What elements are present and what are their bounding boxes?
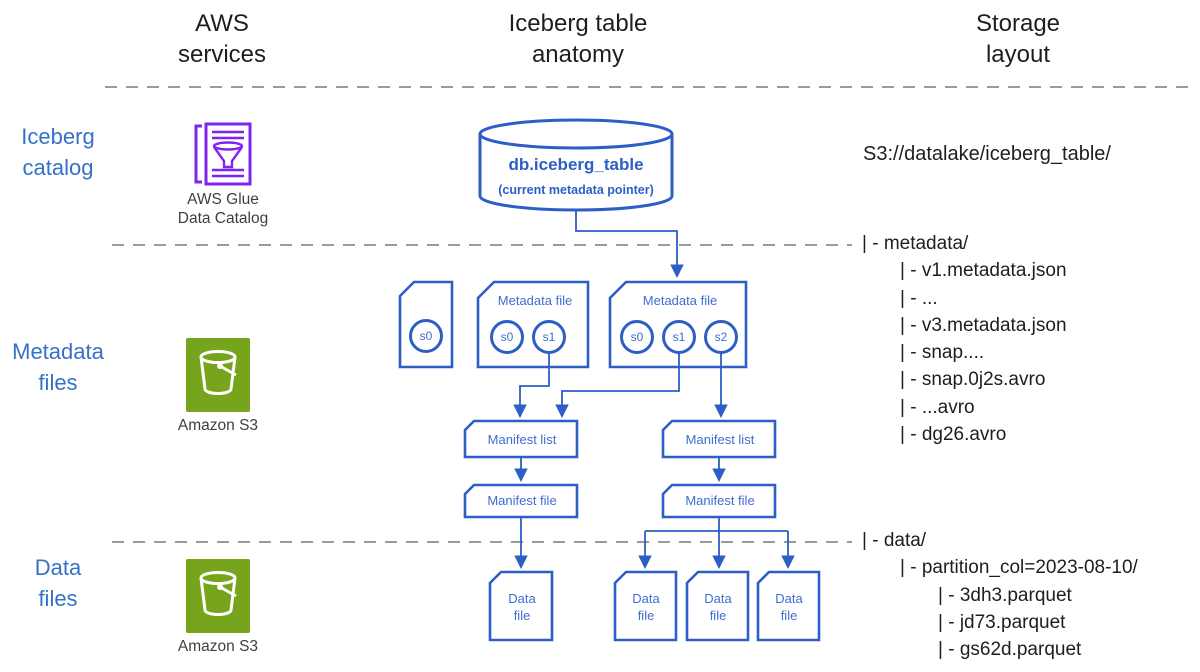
data-file-label: file — [710, 608, 727, 623]
header-line: AWS — [195, 10, 249, 37]
snapshot-circle — [662, 320, 696, 354]
header-line: Storage — [975, 10, 1061, 37]
glue-caption: AWS Glue Data Catalog — [163, 190, 283, 228]
manifest-file-box-1: Manifest file — [463, 483, 579, 519]
snapshot-label: s0 — [631, 330, 644, 344]
row-label-line: files — [38, 370, 78, 395]
storage-line: | - partition_col=2023-08-10/ — [900, 557, 1138, 579]
data-file-box-3: Data file — [685, 570, 750, 642]
row-label-metadata-files: Metadata files — [3, 336, 113, 398]
row-label-line: files — [38, 586, 78, 611]
manifest-list-box-2: Manifest list — [661, 419, 777, 459]
storage-line: | - data/ — [862, 530, 927, 551]
s3-caption-line: Amazon S3 — [177, 638, 259, 655]
s3-icon-data — [186, 559, 250, 633]
row-divider-data — [112, 541, 852, 543]
data-file-box-4: Data file — [756, 570, 821, 642]
connector-s1-to-manifest-list-1b — [555, 353, 680, 419]
header-line: services — [177, 41, 267, 68]
data-file-box-2: Data file — [613, 570, 678, 642]
table-name: db.iceberg_table — [508, 155, 643, 174]
row-label-line: Metadata — [12, 339, 104, 364]
storage-root-path: S3://datalake/iceberg_table/ — [863, 143, 1111, 165]
storage-line: | - ... — [900, 287, 938, 309]
snapshot-label: s0 — [501, 330, 514, 344]
connector-pointer-to-metadata — [575, 210, 684, 279]
row-label-line: Data — [34, 555, 82, 580]
s3-caption-data: Amazon S3 — [158, 637, 278, 656]
glue-caption-line: AWS Glue — [187, 191, 259, 208]
s3-caption-metadata: Amazon S3 — [158, 416, 278, 435]
row-label-iceberg-catalog: Iceberg catalog — [3, 121, 113, 183]
metadata-file-label: Metadata file — [643, 293, 717, 308]
s3-icon-metadata — [186, 338, 250, 412]
manifest-list-label: Manifest list — [488, 432, 557, 447]
storage-line: | - jd73.parquet — [938, 611, 1066, 633]
snapshot-label: s0 — [420, 329, 433, 343]
row-label-data-files: Data files — [3, 552, 113, 614]
data-file-label: Data — [508, 591, 536, 606]
snapshot-label: s2 — [715, 330, 728, 344]
metadata-file-box-1: s0 — [398, 280, 454, 369]
row-label-line: Iceberg — [21, 124, 95, 149]
metadata-file-box-3: Metadata file s0 s1 s2 — [608, 280, 748, 369]
data-file-label: file — [638, 608, 655, 623]
glue-data-catalog-icon — [194, 122, 252, 186]
data-file-label: Data — [632, 591, 660, 606]
manifest-list-box-1: Manifest list — [463, 419, 579, 459]
row-divider-metadata — [112, 244, 852, 246]
storage-line: | - dg26.avro — [900, 424, 1007, 446]
snapshot-label: s1 — [673, 330, 686, 344]
glue-caption-line: Data Catalog — [177, 210, 269, 227]
connector-s1-to-manifest-list-1 — [513, 353, 550, 419]
storage-line: | - gs62d.parquet — [938, 639, 1082, 661]
manifest-file-label: Manifest file — [487, 493, 556, 508]
catalog-cylinder: db.iceberg_table (current metadata point… — [478, 118, 674, 212]
data-file-label: file — [781, 608, 798, 623]
storage-line: | - metadata/ — [862, 233, 969, 254]
metadata-pointer-note: (current metadata pointer) — [498, 183, 654, 197]
row-divider-top — [105, 86, 1197, 88]
s3-caption-line: Amazon S3 — [177, 417, 259, 434]
data-file-box-1: Data file — [488, 570, 554, 642]
data-file-label: file — [514, 608, 531, 623]
column-header-iceberg-table-anatomy: Iceberg table anatomy — [509, 8, 648, 70]
storage-line: | - snap.0j2s.avro — [900, 369, 1046, 391]
manifest-file-box-2: Manifest file — [661, 483, 777, 519]
manifest-file-label: Manifest file — [685, 493, 754, 508]
row-label-line: catalog — [22, 155, 94, 180]
snapshot-circle — [704, 320, 738, 354]
header-line: layout — [985, 41, 1051, 68]
manifest-list-label: Manifest list — [686, 432, 755, 447]
snapshot-circle — [490, 320, 524, 354]
header-line: anatomy — [531, 41, 625, 68]
storage-line: | - v1.metadata.json — [900, 260, 1067, 282]
column-header-aws-services: AWS services — [178, 8, 266, 70]
snapshot-circle — [532, 320, 566, 354]
snapshot-circle — [620, 320, 654, 354]
column-header-storage-layout: Storage layout — [976, 8, 1060, 70]
data-file-label: Data — [775, 591, 803, 606]
storage-data-tree: | - data/ | - partition_col=2023-08-10/ … — [862, 530, 1138, 666]
snapshot-label: s1 — [543, 330, 556, 344]
metadata-file-box-2: Metadata file s0 s1 — [476, 280, 590, 369]
storage-line: | - ...avro — [900, 396, 975, 418]
storage-metadata-tree: | - metadata/ | - v1.metadata.json | - .… — [862, 233, 1067, 451]
header-line: Iceberg table — [508, 10, 648, 37]
storage-line: | - 3dh3.parquet — [938, 584, 1072, 606]
storage-line: | - snap.... — [900, 342, 985, 364]
snapshot-circle — [409, 319, 443, 353]
data-file-label: Data — [704, 591, 732, 606]
storage-line: | - v3.metadata.json — [900, 314, 1067, 336]
metadata-file-label: Metadata file — [498, 293, 572, 308]
